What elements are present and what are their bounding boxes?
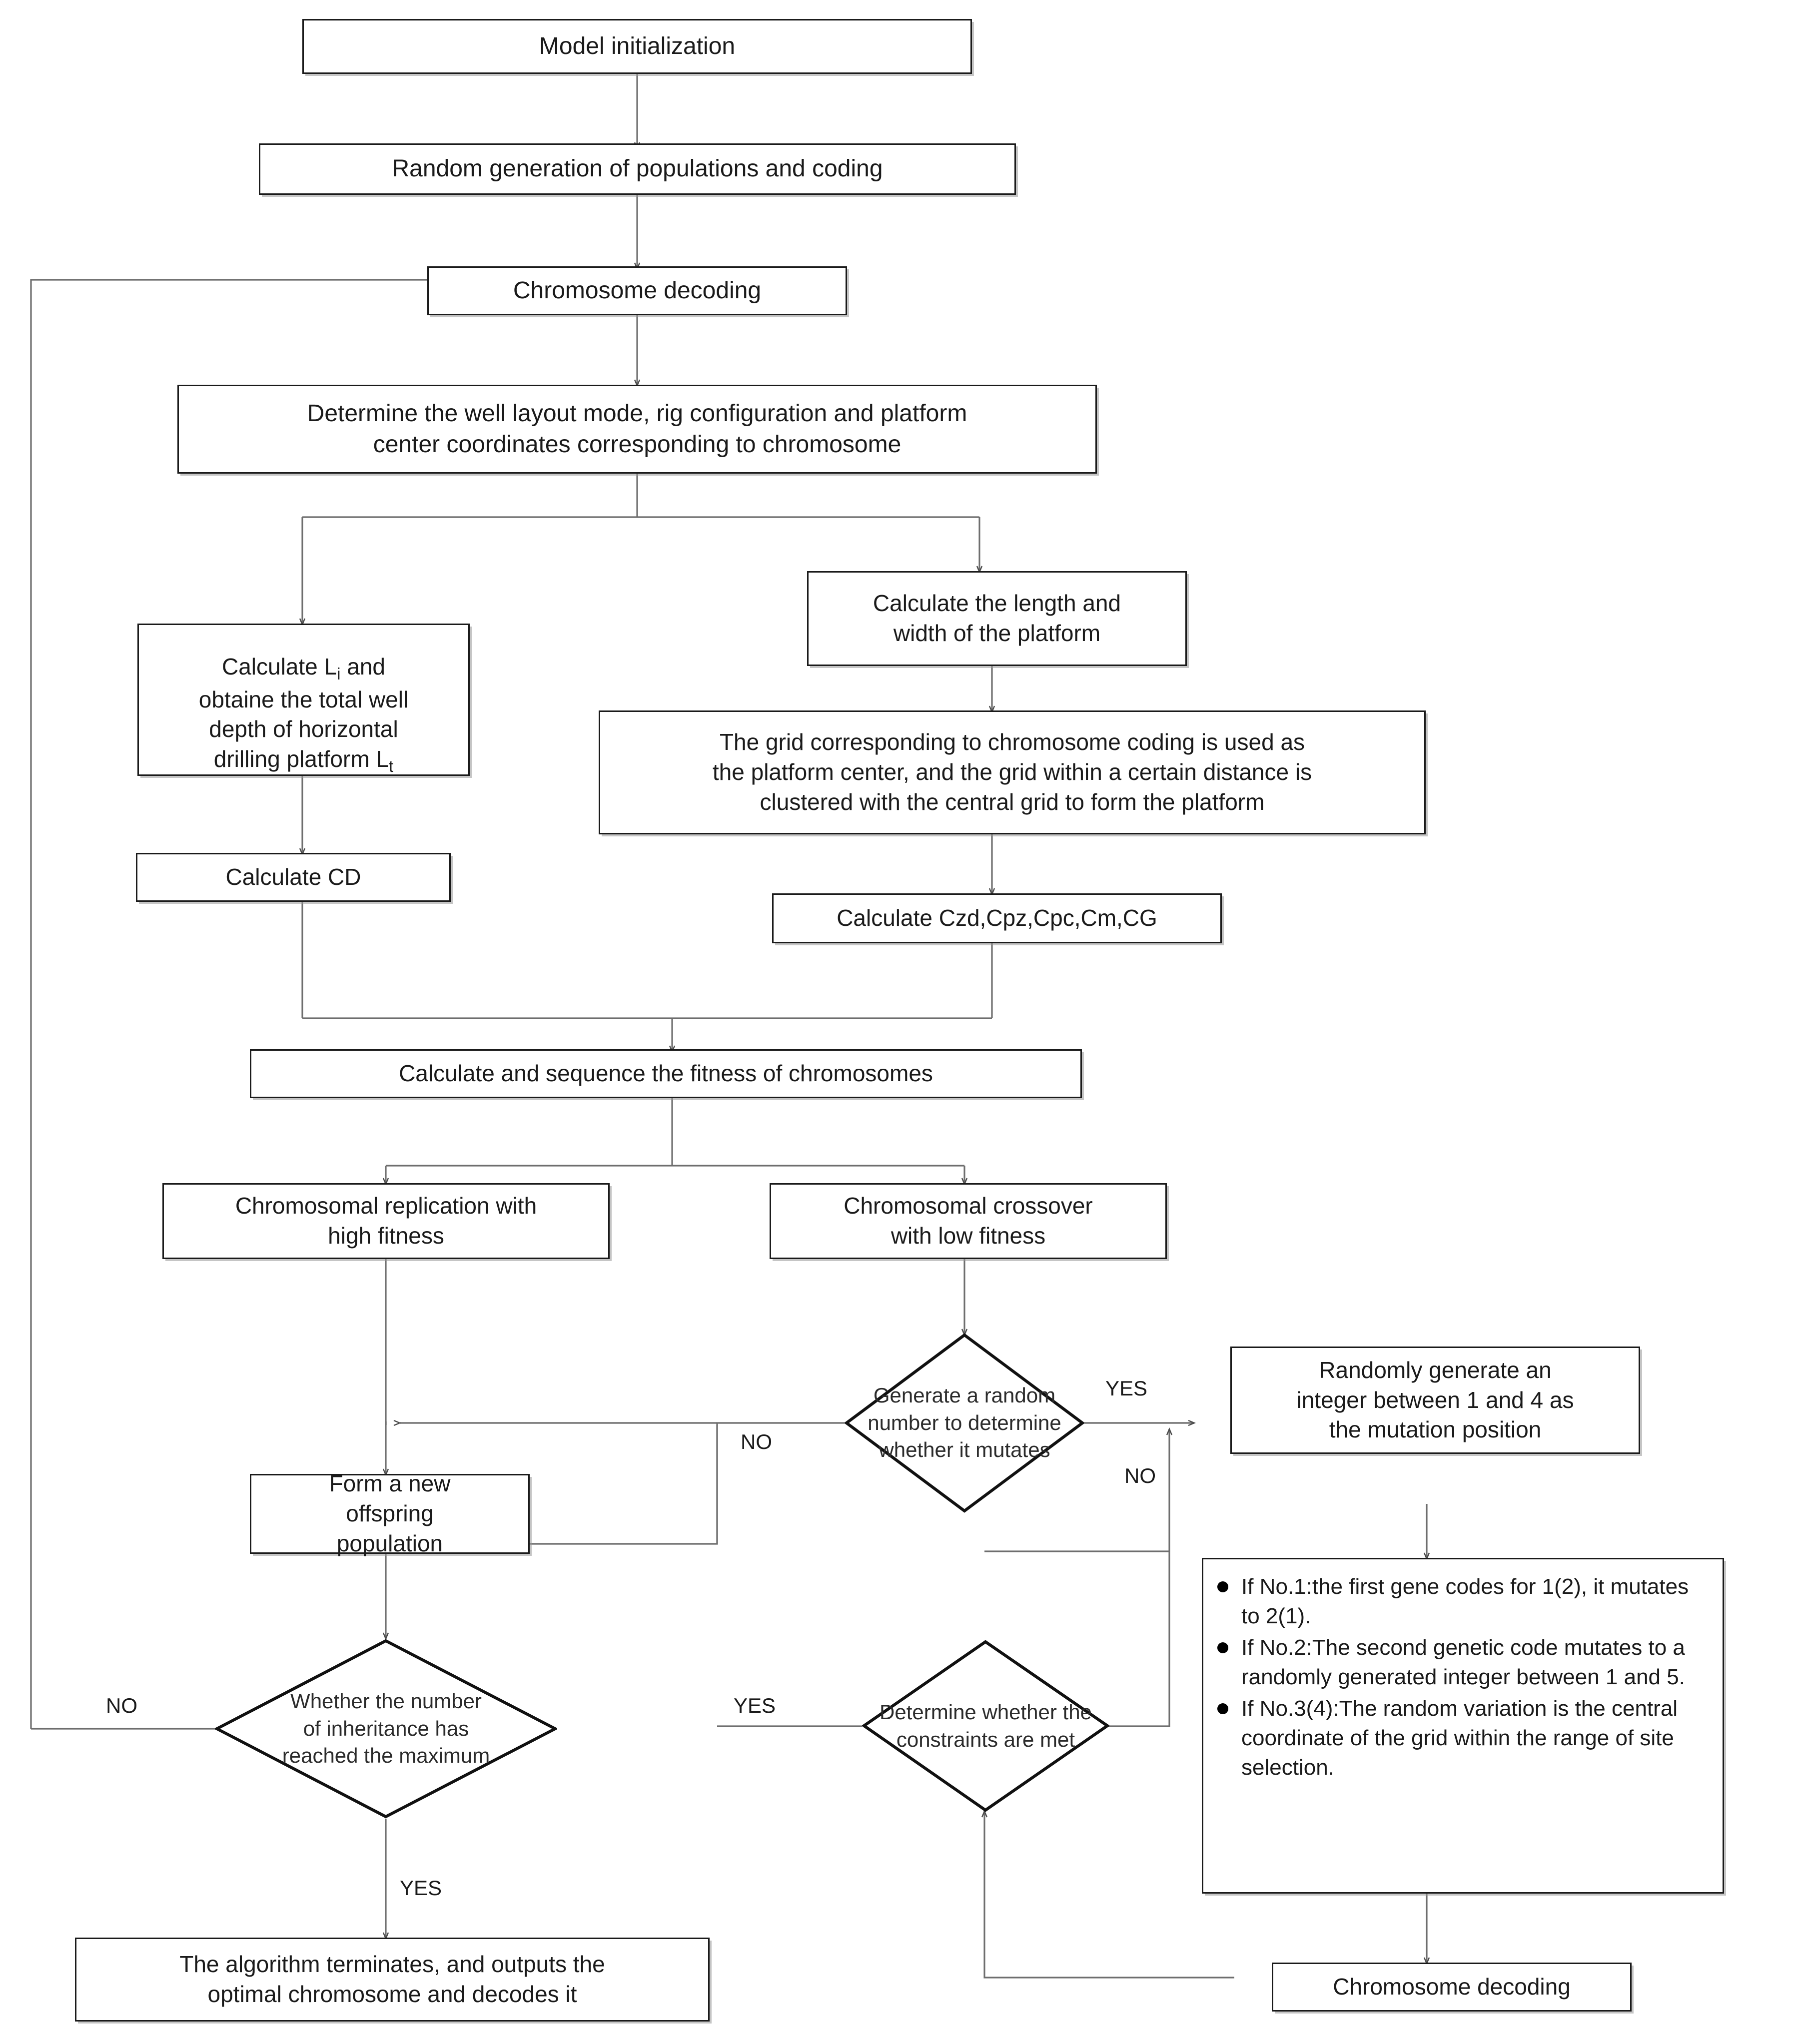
node-label: Randomly generate an integer between 1 a… bbox=[1296, 1357, 1574, 1443]
node-form-offspring-population[interactable]: Form a new offspring population bbox=[250, 1470, 530, 1556]
mutation-rules-list: If No.1:the first gene codes for 1(2), i… bbox=[1212, 1572, 1710, 1783]
decision-inheritance-check[interactable]: Whether the number of inheritance has re… bbox=[213, 1639, 559, 1819]
calc-li-part1: Calculate L bbox=[221, 653, 337, 680]
node-chromosome-decoding-bottom[interactable]: Chromosome decoding bbox=[1272, 1963, 1632, 2012]
node-label: Calculate Czd,Cpz,Cpc,Cm,CG bbox=[837, 905, 1157, 931]
node-grid-cluster[interactable]: The grid corresponding to chromosome cod… bbox=[599, 710, 1426, 834]
node-label: Chromosome decoding bbox=[513, 277, 762, 304]
node-calculate-costs[interactable]: Calculate Czd,Cpz,Cpc,Cm,CG bbox=[772, 893, 1222, 943]
edge-label-constraints-yes: YES bbox=[734, 1694, 776, 1717]
edge-label-inheritance-yes: YES bbox=[400, 1876, 442, 1900]
edge-label-mutate-no: NO bbox=[741, 1430, 772, 1453]
node-label: The algorithm terminates, and outputs th… bbox=[179, 1951, 605, 2007]
mutation-rule-item: If No.1:the first gene codes for 1(2), i… bbox=[1217, 1572, 1710, 1631]
node-calculate-fitness[interactable]: Calculate and sequence the fitness of ch… bbox=[250, 1049, 1082, 1098]
node-label: Model initialization bbox=[539, 32, 736, 59]
node-label: Chromosomal replication with high fitnes… bbox=[235, 1193, 537, 1249]
node-label: The grid corresponding to chromosome cod… bbox=[712, 729, 1312, 815]
node-calculate-li[interactable]: Calculate Li and obtaine the total well … bbox=[137, 624, 470, 776]
calc-li-subscript-t: t bbox=[389, 757, 394, 776]
node-calculate-length-width[interactable]: Calculate the length and width of the pl… bbox=[807, 571, 1187, 666]
node-calculate-cd[interactable]: Calculate CD bbox=[136, 853, 451, 902]
node-chromosome-decoding-top[interactable]: Chromosome decoding bbox=[427, 266, 847, 315]
node-crossover-low-fitness[interactable]: Chromosomal crossover with low fitness bbox=[770, 1183, 1167, 1259]
node-label: Calculate Li and obtaine the total well … bbox=[191, 620, 416, 779]
decision-label: Whether the number of inheritance has re… bbox=[282, 1689, 490, 1768]
node-label: Random generation of populations and cod… bbox=[392, 155, 883, 182]
node-random-generation[interactable]: Random generation of populations and cod… bbox=[259, 143, 1016, 195]
diamond-shape bbox=[844, 1333, 1085, 1513]
edge-label-mutate-yes: YES bbox=[1105, 1376, 1148, 1400]
node-replication-high-fitness[interactable]: Chromosomal replication with high fitnes… bbox=[162, 1183, 610, 1259]
node-label: Chromosome decoding bbox=[1333, 1974, 1571, 2000]
node-model-initialization[interactable]: Model initialization bbox=[302, 19, 972, 74]
decision-mutate-check[interactable]: Generate a random number to determine wh… bbox=[844, 1333, 1085, 1513]
mutation-rule-item: If No.3(4):The random variation is the c… bbox=[1217, 1694, 1710, 1783]
node-label: Determine the well layout mode, rig conf… bbox=[307, 400, 967, 458]
mutation-rules-box[interactable]: If No.1:the first gene codes for 1(2), i… bbox=[1202, 1558, 1724, 1894]
node-algorithm-terminates[interactable]: The algorithm terminates, and outputs th… bbox=[75, 1938, 710, 2022]
edge-label-mutate-return-no: NO bbox=[1124, 1464, 1156, 1487]
decision-constraints-check[interactable]: Determine whether the constraints are me… bbox=[861, 1640, 1110, 1812]
decision-label: Determine whether the constraints are me… bbox=[880, 1700, 1092, 1751]
node-random-integer-mutation-position[interactable]: Randomly generate an integer between 1 a… bbox=[1230, 1347, 1640, 1454]
edge-label-inheritance-no: NO bbox=[106, 1694, 137, 1717]
node-label: Calculate the length and width of the pl… bbox=[873, 590, 1121, 646]
node-label: Calculate CD bbox=[225, 864, 361, 890]
node-label: Chromosomal crossover with low fitness bbox=[844, 1193, 1093, 1249]
node-label: Calculate and sequence the fitness of ch… bbox=[399, 1060, 933, 1087]
decision-label: Generate a random number to determine wh… bbox=[868, 1383, 1061, 1462]
node-label: Form a new offspring population bbox=[329, 1470, 451, 1556]
node-determine-layout[interactable]: Determine the well layout mode, rig conf… bbox=[177, 385, 1097, 474]
mutation-rule-item: If No.2:The second genetic code mutates … bbox=[1217, 1633, 1710, 1692]
